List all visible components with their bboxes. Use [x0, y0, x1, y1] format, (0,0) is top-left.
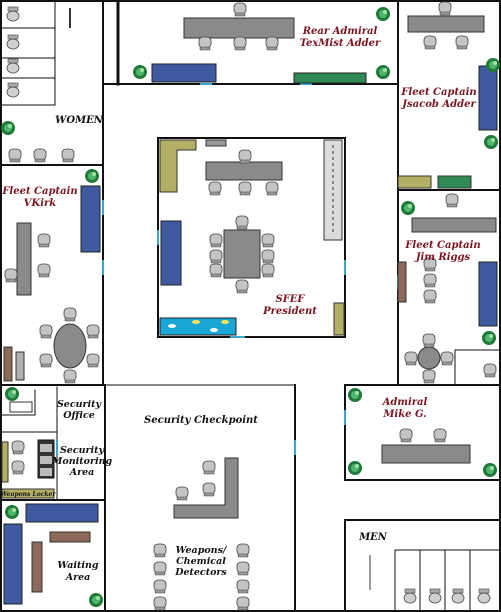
room-labels: Rear Admiral TexMist Adder Fleet Captain… — [1, 26, 481, 583]
label-admiral-mike-line2: Mike G. — [382, 409, 426, 420]
label-rear-admiral-line1: Rear Admiral — [302, 26, 378, 37]
label-rear-admiral-line2: TexMist Adder — [300, 38, 381, 49]
label-president-line2: President — [262, 306, 317, 317]
president-office — [159, 139, 345, 336]
label-fleet-captain-riggs-line1: Fleet Captain — [404, 240, 480, 251]
label-women: WOMEN — [55, 115, 104, 126]
fleet-captain-riggs-office — [397, 193, 498, 384]
label-fleet-captain-jsacob-line2: Jsacob Adder — [400, 99, 476, 110]
label-security-office-line1: Security — [57, 399, 103, 410]
detector-column-left — [153, 543, 167, 611]
fleet-captain-vkirk-office — [3, 169, 101, 384]
label-fleet-captain-riggs-line2: Jim Riggs — [414, 252, 471, 263]
label-security-monitoring-line1: Security — [60, 445, 106, 456]
rear-admiral-office — [133, 2, 390, 84]
label-waiting-area-line2: Area — [65, 572, 91, 583]
window-accents — [56, 83, 399, 455]
label-fleet-captain-vkirk-line2: VKirk — [24, 198, 57, 209]
label-waiting-area-line1: Waiting — [57, 560, 99, 571]
admiral-mike-office — [348, 388, 497, 477]
label-fleet-captain-vkirk-line1: Fleet Captain — [1, 186, 77, 197]
waiting-area — [3, 503, 103, 607]
men-restroom — [369, 555, 491, 604]
label-men: MEN — [358, 532, 388, 543]
label-weapons-detectors-line1: Weapons/ — [176, 545, 228, 556]
fleet-captain-jsacob-office — [397, 1, 500, 189]
label-admiral-mike-line1: Admiral — [382, 397, 428, 408]
label-weapons-locker: Weapons Locker — [1, 491, 57, 498]
label-security-monitoring-line2: Monitoring — [51, 456, 113, 467]
label-fleet-captain-jsacob-line1: Fleet Captain — [400, 87, 476, 98]
security-checkpoint — [153, 457, 250, 611]
label-security-office-line2: Office — [63, 410, 95, 421]
label-weapons-detectors-line3: Detectors — [174, 567, 227, 578]
label-weapons-detectors-line2: Chemical — [176, 556, 226, 567]
women-restroom — [1, 6, 75, 163]
detector-column-right — [236, 543, 250, 611]
label-security-checkpoint: Security Checkpoint — [144, 415, 258, 426]
label-security-monitoring-line3: Area — [69, 467, 95, 478]
security-area — [1, 387, 55, 499]
label-president-line1: SFEF — [275, 294, 305, 305]
